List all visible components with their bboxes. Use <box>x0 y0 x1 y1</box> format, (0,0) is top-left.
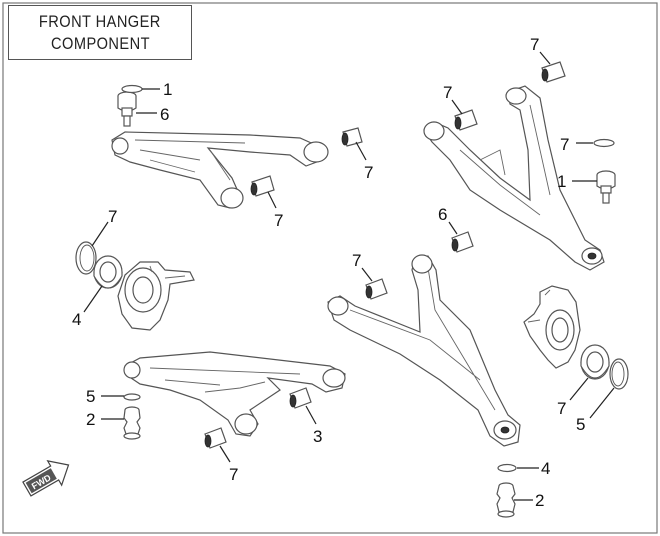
lower-left-a-arm <box>123 351 346 437</box>
ball-joint-6-right <box>596 170 616 204</box>
snap-ring-4-left <box>75 241 97 275</box>
ball-joint-boot-3-left <box>123 406 141 440</box>
bushing-7-h <box>204 427 227 449</box>
title-line-2: COMPONENT <box>50 33 150 53</box>
left-steering-knuckle <box>117 261 195 331</box>
callout-2-left: 5 <box>86 387 95 406</box>
bushing-7-b <box>250 175 275 197</box>
title-box: FRONT HANGER COMPONENT <box>8 5 192 60</box>
circlip-2-left <box>123 393 141 401</box>
circlip-1-upper-left <box>121 84 143 94</box>
callout-1-upper-left: 1 <box>163 80 172 99</box>
callout-7-c: 7 <box>530 35 539 54</box>
right-steering-knuckle <box>523 285 581 369</box>
callout-4-left: 7 <box>108 207 117 226</box>
leader-lines <box>83 51 615 501</box>
callout-3-left: 2 <box>86 410 95 429</box>
callout-4-right: 5 <box>576 415 585 434</box>
callout-3-right: 2 <box>535 491 544 510</box>
callout-7-h: 7 <box>229 465 238 484</box>
callout-6-right: 1 <box>557 172 566 191</box>
bushing-7-c <box>541 61 566 83</box>
callout-7-g: 3 <box>313 427 322 446</box>
callout-7-a: 7 <box>364 163 373 182</box>
bearing-5-left <box>93 255 123 289</box>
callout-5-left: 4 <box>72 310 81 329</box>
callout-6-upper-left: 6 <box>160 105 169 124</box>
ball-joint-6-upper-left <box>117 91 137 127</box>
callout-7-d: 7 <box>443 83 452 102</box>
snap-ring-4-right <box>609 358 629 390</box>
circlip-2-right <box>497 463 517 473</box>
callout-5-right: 7 <box>557 399 566 418</box>
upper-right-a-arm <box>423 85 605 271</box>
bushing-7-e <box>451 231 474 253</box>
callout-2-right: 4 <box>541 459 550 478</box>
bushing-7-d <box>454 109 478 131</box>
bushing-7-a <box>341 127 363 147</box>
lower-right-a-arm <box>327 254 521 447</box>
callout-numbers: 1 6 7 7 7 7 7 1 6 7 7 4 5 2 3 7 7 5 4 2 <box>72 35 585 510</box>
bearing-5-right <box>580 344 610 380</box>
upper-left-a-arm <box>111 131 329 209</box>
callout-7-f: 7 <box>352 251 361 270</box>
callout-7-e: 6 <box>438 205 447 224</box>
ball-joint-boot-3-right <box>496 482 516 518</box>
circlip-1-right <box>593 138 615 148</box>
title-line-1: FRONT HANGER <box>39 11 161 31</box>
bushing-7-f <box>365 278 388 300</box>
callout-7-b: 7 <box>274 211 283 230</box>
forward-direction-badge: FWD <box>22 460 70 497</box>
callout-1-right: 7 <box>560 135 569 154</box>
bushing-7-g <box>289 387 312 409</box>
